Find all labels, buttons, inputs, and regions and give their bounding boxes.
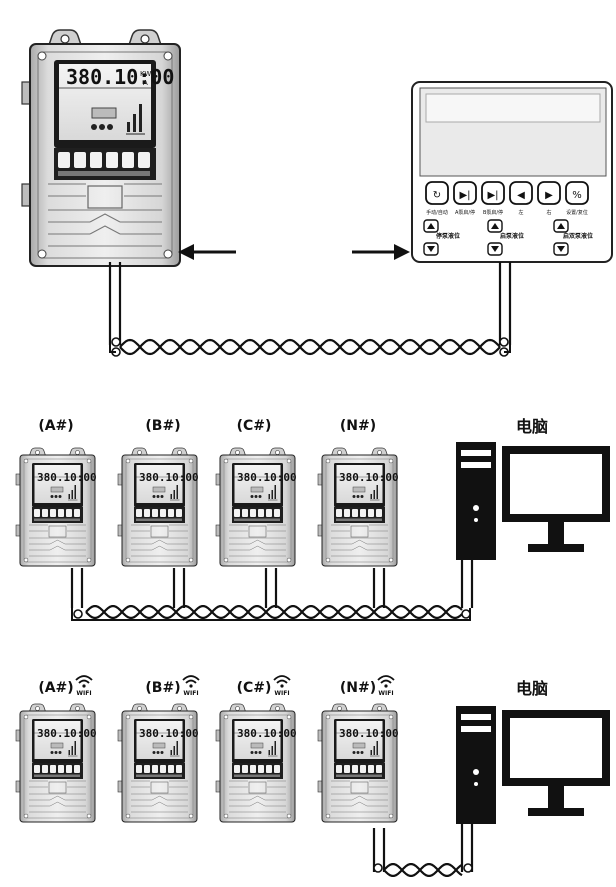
device-label-s2-1: (A#) (38, 418, 73, 434)
lcd-readout: 380.10:00 (37, 727, 97, 740)
level-control-1[interactable]: 停泵液位 (423, 219, 460, 256)
controller-s2-4: 380.10:00 (317, 447, 399, 567)
panel-button-1[interactable]: ↻ 手动/自动 (425, 181, 449, 216)
wifi-icon: WIFI (182, 675, 200, 697)
panel-button-3[interactable]: ▶| B泵启/停 (481, 181, 505, 216)
twisted-pair-cable-1 (108, 262, 512, 357)
panel-button-label: B泵启/停 (483, 209, 503, 216)
lcd-unit-kw: KW (140, 70, 151, 78)
lcd-readout: 380.10:00 (37, 471, 97, 484)
lcd-readout: 380.10:00 (237, 727, 297, 740)
device-label-s2-3: (C#) (237, 418, 272, 434)
arrow-right-icon (352, 244, 410, 260)
device-label-s2-2: (B#) (145, 418, 180, 434)
computer-monitor-s2 (502, 446, 610, 552)
wifi-icon: WIFI (75, 675, 93, 697)
panel-button-label: A泵启/停 (455, 209, 475, 216)
level-label: 停泵液位 (436, 232, 460, 240)
lcd-readout: 380.10:00 (66, 65, 174, 89)
wifi-label: WIFI (378, 690, 393, 697)
lcd-readout: 380.10:00 (237, 471, 297, 484)
lcd-readout: 380.10:00 (139, 471, 199, 484)
panel-button-icon: ◀ (517, 190, 525, 201)
lcd-readout: 380.10:00 (139, 727, 199, 740)
panel-button-label: 设置/复位 (566, 209, 588, 216)
computer-tower-s2 (456, 442, 496, 560)
panel-button-icon: ▶| (487, 190, 498, 201)
lcd-readout: 380.10:00 (339, 727, 399, 740)
controller-s2-1: 380.10:00 (15, 447, 97, 567)
wifi-label: WIFI (183, 690, 198, 697)
remote-display-panel (411, 81, 613, 263)
device-label-s2-4: (N#) (340, 418, 376, 434)
level-label: 启双泵液位 (563, 232, 593, 240)
panel-button-icon: ▶ (545, 190, 553, 201)
device-label-s3-4: (N#) (340, 680, 376, 696)
controller-s2-3: 380.10:00 (215, 447, 297, 567)
lcd-unit-a: A (143, 79, 148, 87)
device-label-s3-2: (B#) (145, 680, 180, 696)
level-label: 启泵液位 (500, 232, 524, 240)
panel-button-6[interactable]: % 设置/复位 (565, 181, 589, 216)
panel-button-label: 左 (518, 209, 523, 216)
controller-s3-4: 380.10:00 (317, 703, 399, 823)
controller-s2-2: 380.10:00 (117, 447, 199, 567)
wifi-icon: WIFI (377, 675, 395, 697)
computer-label-s3: 电脑 (516, 679, 548, 698)
level-control-2[interactable]: 启泵液位 (487, 219, 524, 256)
wifi-label: WIFI (76, 690, 91, 697)
controller-s3-1: 380.10:00 (15, 703, 97, 823)
device-label-s3-3: (C#) (237, 680, 272, 696)
controller-s3-3: 380.10:00 (215, 703, 297, 823)
panel-button-icon: ↻ (433, 190, 441, 201)
level-control-3[interactable]: 启双泵液位 (553, 219, 593, 256)
computer-tower-s3 (456, 706, 496, 824)
panel-button-2[interactable]: ▶| A泵启/停 (453, 181, 477, 216)
twisted-pair-cable-3 (372, 824, 474, 877)
panel-button-icon: ▶| (459, 190, 470, 201)
controller-s3-2: 380.10:00 (117, 703, 199, 823)
wifi-label: WIFI (274, 690, 289, 697)
panel-button-5[interactable]: ▶右 (537, 181, 561, 216)
panel-button-label: 右 (546, 209, 551, 216)
lcd-readout: 380.10:00 (339, 471, 399, 484)
device-label-s3-1: (A#) (38, 680, 73, 696)
panel-button-label: 手动/自动 (426, 209, 448, 216)
panel-button-4[interactable]: ◀左 (509, 181, 533, 216)
computer-label-s2: 电脑 (516, 417, 548, 436)
panel-button-icon: % (572, 190, 582, 201)
wifi-icon: WIFI (273, 675, 291, 697)
computer-monitor-s3 (502, 710, 610, 816)
twisted-pair-cable-2 (70, 560, 474, 621)
arrow-left-icon (178, 244, 236, 260)
